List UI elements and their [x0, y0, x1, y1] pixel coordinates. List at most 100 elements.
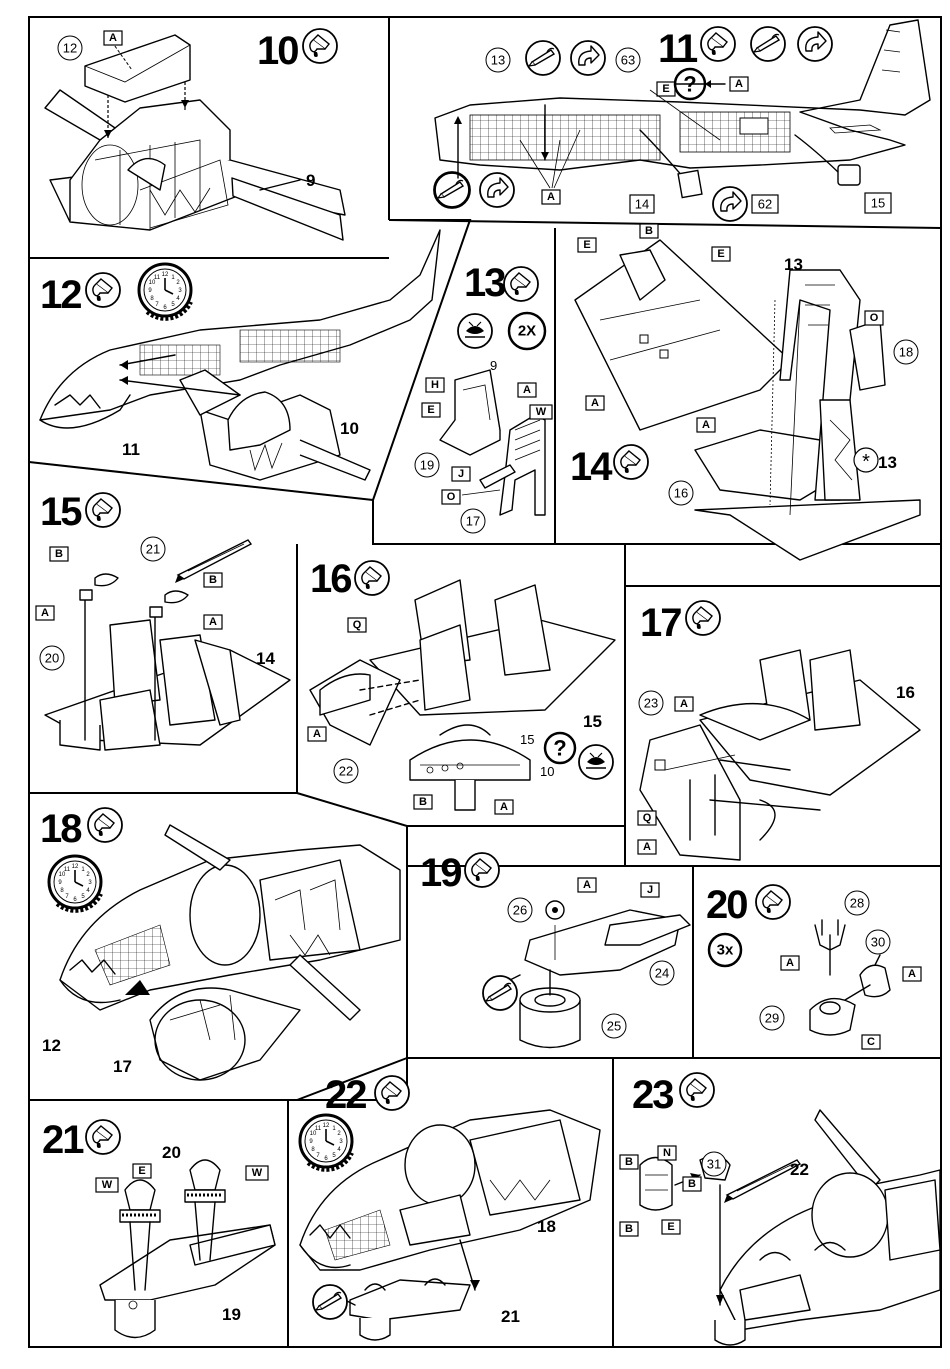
fuselage-cockpit-assembly [60, 825, 400, 1080]
step-number: 18 [40, 807, 82, 851]
step-22: 22 18 21 [300, 1073, 600, 1340]
part-number: 20 [162, 1143, 181, 1162]
flag-letter: B [688, 1178, 696, 1190]
flag-letter: A [643, 841, 651, 853]
cockpit-front-assembly [640, 650, 920, 860]
part-box: 14 [635, 197, 649, 212]
paint-icon [686, 601, 720, 635]
rotate-icon [480, 173, 514, 207]
tweezers-icon [724, 1160, 800, 1203]
step-13: 13 2X 9 H A E W 19 J O 17 [415, 261, 552, 533]
flag-letter: W [536, 406, 547, 418]
flag-letter: B [55, 548, 63, 560]
part-number: 10 [340, 419, 359, 438]
step-10: 10 A 12 9 [45, 29, 345, 240]
step-number: 22 [325, 1073, 366, 1117]
part-number: 18 [537, 1217, 556, 1236]
flag-letter: A [500, 801, 508, 813]
flag-letter: B [625, 1156, 633, 1168]
paint-icon [86, 1120, 120, 1154]
step-20: 20 3x 28 30 A A 29 C [706, 883, 921, 1049]
part-number: 10 [540, 764, 554, 779]
step-number: 10 [257, 29, 298, 73]
rotate-icon [798, 27, 832, 61]
part-number: 16 [896, 683, 915, 702]
flag-letter: A [209, 616, 217, 628]
flag-letter: A [583, 879, 591, 891]
part-number: 13 [491, 53, 505, 68]
cockpit-floor [575, 240, 920, 560]
glue-icon [526, 41, 560, 75]
step-number: 12 [40, 273, 81, 317]
flag-letter: A [786, 957, 794, 969]
paint-icon [303, 29, 337, 63]
part-number: 17 [466, 514, 480, 529]
clock-icon [49, 856, 101, 911]
step-14: 14 E B E A A O 18 13 [570, 224, 920, 560]
rotate-icon [571, 41, 605, 75]
step-number: 13 [464, 261, 505, 305]
step-12: 12 11 10 [40, 230, 440, 480]
part-number: 25 [607, 1019, 621, 1034]
clock-icon [139, 264, 191, 319]
flag-letter: E [667, 1221, 674, 1233]
step-15: 15 B 21 B A A 20 14 [36, 490, 290, 750]
part-number: 20 [45, 651, 59, 666]
glue-icon [483, 976, 517, 1010]
step-11: 11 63 13 A E ? A [434, 20, 930, 221]
part-number: 19 [222, 1305, 241, 1324]
part-number: 63 [621, 53, 635, 68]
part-number: 26 [513, 903, 527, 918]
flag-letter: W [252, 1167, 263, 1179]
part-number: 16 [674, 486, 688, 501]
part-number: 15 [520, 732, 534, 747]
paint-icon [701, 27, 735, 61]
part-box: 62 [758, 197, 772, 212]
flag-letter: A [908, 968, 916, 980]
flag-letter: E [662, 83, 669, 95]
part-number: 21 [146, 542, 160, 557]
step-17: 17 23 A 16 Q A [638, 601, 920, 860]
flag-letter: O [870, 312, 879, 324]
paint-icon [465, 853, 499, 887]
part-number: 11 [122, 440, 140, 459]
part-number: 30 [871, 935, 885, 950]
flag-letter: A [680, 698, 688, 710]
part-number: 13 [784, 255, 803, 274]
step-23: 23 B N B 31 22 B E [620, 1073, 940, 1345]
flag-letter: A [109, 32, 117, 44]
step-19: 19 26 A J 24 25 [420, 851, 690, 1048]
flag-letter: A [547, 191, 555, 203]
step-number: 16 [310, 557, 351, 601]
part-number: 12 [63, 41, 77, 56]
flag-letter: W [102, 1179, 113, 1191]
step-number: 17 [640, 601, 681, 645]
decal-icon [458, 314, 492, 348]
part-number: 18 [899, 345, 913, 360]
flag-letter: A [591, 397, 599, 409]
part-number: 14 [256, 649, 275, 668]
paint-icon [86, 273, 120, 307]
flag-letter: E [717, 248, 724, 260]
seats-on-nose [100, 1160, 275, 1338]
flag-letter: E [583, 239, 590, 251]
part-number: 23 [644, 696, 658, 711]
step-number: 15 [40, 490, 82, 534]
part-number: 28 [850, 896, 864, 911]
step-number: 19 [420, 851, 461, 895]
paint-icon [504, 267, 538, 301]
flag-letter: A [523, 384, 531, 396]
part-box: 15 [871, 196, 885, 211]
part-number: 24 [655, 966, 669, 981]
clock-icon [300, 1115, 352, 1170]
flag-letter: B [209, 574, 217, 586]
part-number: 12 [42, 1036, 61, 1055]
fuselage-assembly [40, 230, 440, 480]
flag-letter: Q [643, 812, 652, 824]
part-number: 21 [501, 1307, 520, 1326]
step-18: 18 12 17 [40, 807, 400, 1080]
part-number: 31 [707, 1157, 721, 1172]
part-number: 29 [765, 1011, 779, 1026]
part-number: 22 [339, 764, 353, 779]
